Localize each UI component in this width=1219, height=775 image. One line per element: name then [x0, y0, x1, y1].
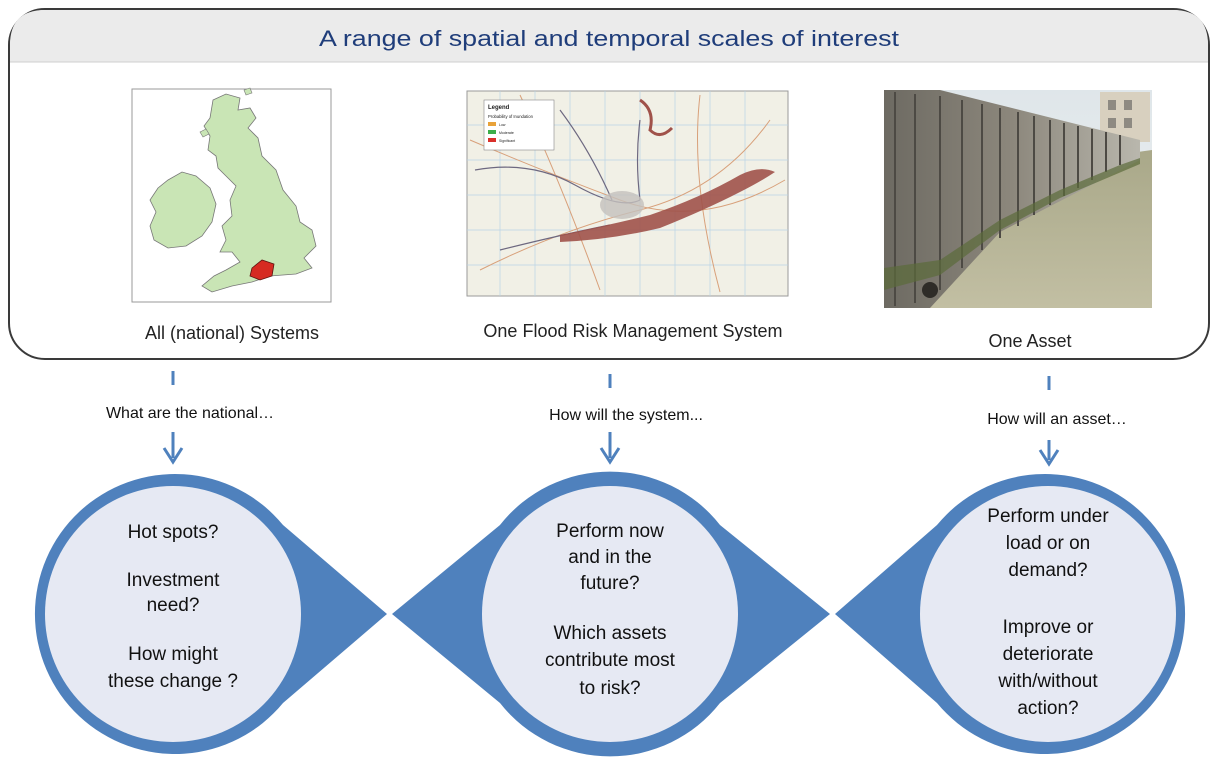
legend-swatch-low	[488, 122, 496, 126]
header-band	[10, 10, 1208, 62]
connector-3	[1038, 376, 1060, 467]
bubble-2-inner	[482, 486, 738, 742]
header-title: A range of spatial and temporal scales o…	[319, 26, 899, 51]
uk-map-image	[131, 87, 332, 303]
bubble-3-line-4: Improve or	[1003, 617, 1094, 638]
legend-label-moderate: Moderate	[499, 131, 514, 135]
bubble-2-line-4: Which assets	[554, 623, 667, 644]
legend-swatch-significant	[488, 138, 496, 142]
bubble-3-line-3: demand?	[1008, 560, 1087, 581]
bubble-2-line-6: to risk?	[579, 678, 640, 699]
bubble-1-line-2: Investment	[127, 570, 221, 591]
legend-swatch-moderate	[488, 130, 496, 134]
bubble-2-line-5: contribute most	[545, 650, 676, 671]
flood-risk-map-image: Legend Probability of Inundation Low Mod…	[466, 90, 789, 297]
bubble-3-line-7: action?	[1017, 698, 1078, 719]
question-3: How will an asset…	[987, 411, 1127, 428]
arrow-down-icon	[599, 447, 621, 465]
panel-3-caption: One Asset	[988, 331, 1071, 351]
question-2: How will the system...	[549, 407, 703, 424]
arrow-down-icon	[1038, 449, 1060, 467]
bubble-3-line-6: with/without	[997, 671, 1098, 692]
legend-label-significant: Significant	[499, 139, 515, 143]
bubble-1-line-1: Hot spots?	[128, 522, 219, 543]
bubble-1-line-5: these change ?	[108, 671, 238, 692]
bubble-2-line-2: and in the	[568, 547, 651, 568]
legend-label-low: Low	[499, 123, 506, 127]
bubble-3-inner	[920, 486, 1176, 742]
flood-zone	[560, 169, 775, 242]
bubble-1-line-3: need?	[147, 595, 200, 616]
ireland-shape	[149, 171, 217, 249]
bubble-1-line-4: How might	[128, 644, 218, 665]
bubble-3-line-2: load or on	[1006, 533, 1091, 554]
hotspot-region	[249, 259, 275, 281]
panel-2-caption: One Flood Risk Management System	[483, 321, 782, 341]
map-legend-subtitle: Probability of Inundation	[488, 114, 534, 119]
bubble-1-inner	[45, 486, 301, 742]
panel-1-caption: All (national) Systems	[145, 323, 319, 343]
connector-1	[162, 371, 184, 465]
great-britain-shape	[201, 93, 317, 293]
bubble-2-line-1: Perform now	[556, 521, 664, 542]
bubble-3-line-1: Perform under	[987, 506, 1109, 527]
arrow-down-icon	[162, 447, 184, 465]
map-legend-title: Legend	[488, 105, 510, 111]
map-legend: Legend Probability of Inundation Low Mod…	[483, 99, 555, 151]
connector-2	[599, 374, 621, 465]
asset-photo	[884, 90, 1152, 308]
bubble-3-line-5: deteriorate	[1003, 644, 1094, 665]
bubble-2-line-3: future?	[580, 573, 639, 594]
question-1: What are the national…	[106, 405, 274, 422]
